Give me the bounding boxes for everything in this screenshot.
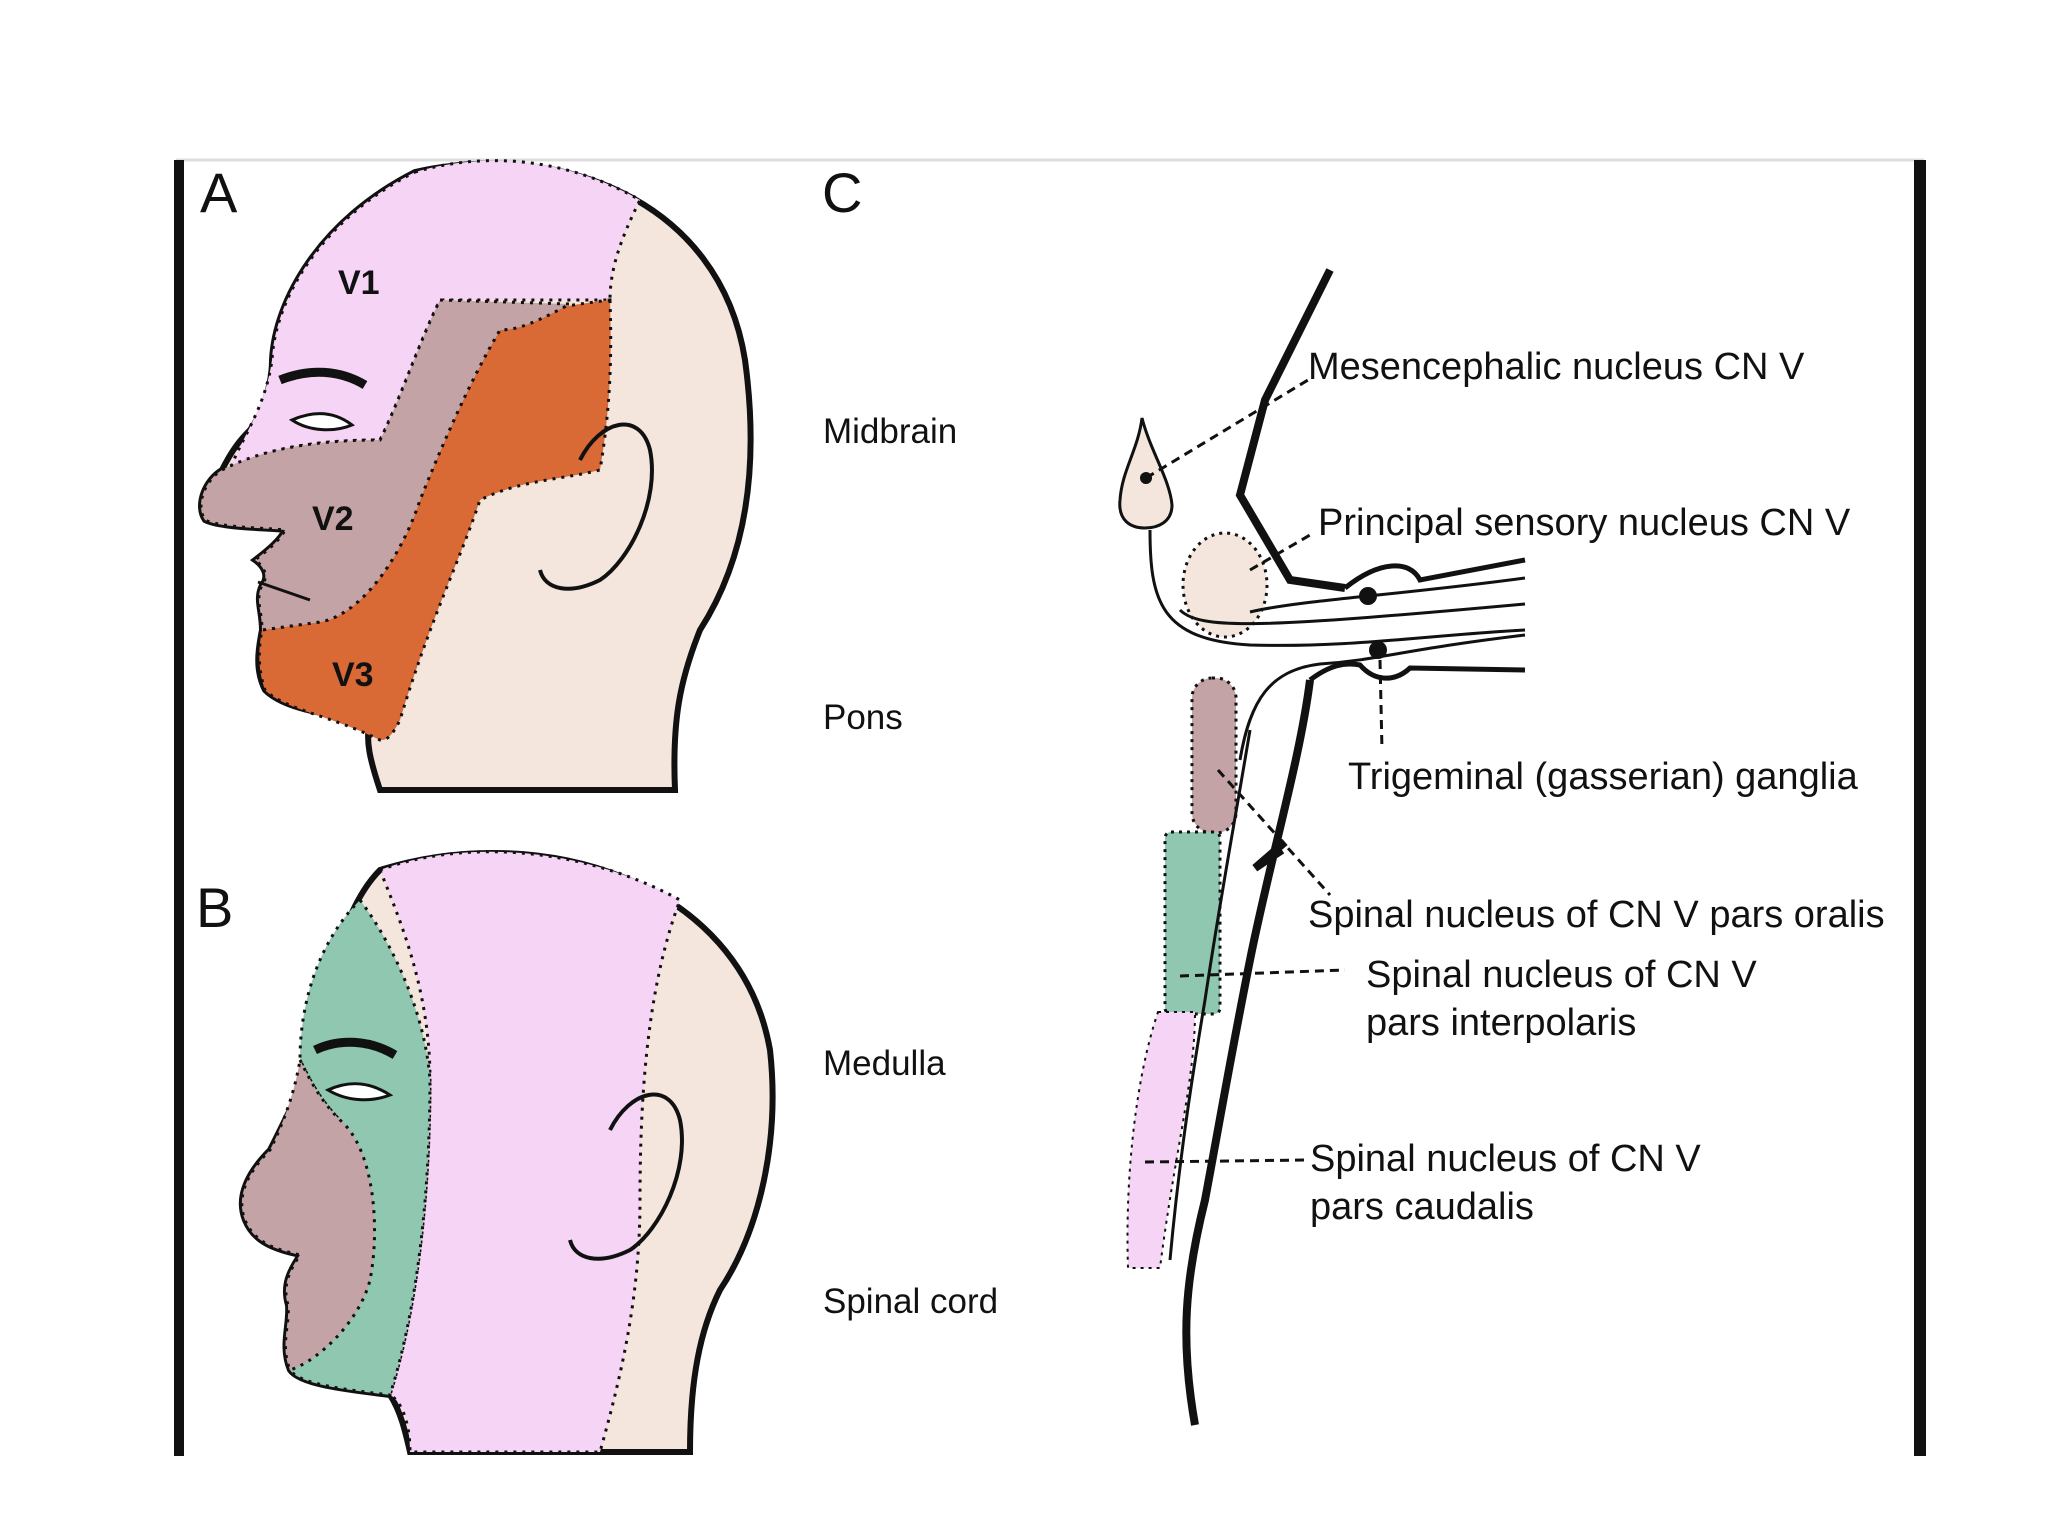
head-a	[198, 159, 754, 793]
region-label-spinal-cord: Spinal cord	[823, 1282, 999, 1321]
region-label-midbrain: Midbrain	[823, 412, 958, 451]
v3-region	[257, 298, 613, 742]
dermatome-label-v3: V3	[332, 656, 374, 694]
frame-left-bar	[174, 160, 184, 1456]
pars-caudalis	[1126, 1011, 1197, 1269]
trigeminal-root-1	[1343, 557, 1526, 590]
dermatome-label-v1: V1	[338, 264, 380, 302]
leader-principal	[1249, 533, 1311, 572]
v2-region	[199, 298, 576, 632]
head-b-ear	[568, 1092, 684, 1261]
trigeminal-root-4	[1148, 529, 1526, 647]
head-a-eye	[288, 412, 355, 432]
label-trigeminal-ganglia: Trigeminal (gasserian) ganglia	[1348, 756, 1858, 798]
head-b-eyebrow	[313, 1037, 398, 1059]
label-pars-caudalis-line2: pars caudalis	[1310, 1186, 1534, 1228]
head-a-mouth	[257, 580, 311, 602]
label-principal-sensory-nucleus: Principal sensory nucleus CN V	[1318, 502, 1851, 544]
brainstem-diagram	[1118, 268, 1526, 1426]
dermatome-label-v2: V2	[312, 500, 354, 538]
label-mesencephalic-nucleus: Mesencephalic nucleus CN V	[1308, 346, 1805, 388]
pars-interpolaris	[1163, 830, 1222, 1016]
principal-sensory-nucleus	[1181, 531, 1269, 639]
brainstem-outline	[1235, 268, 1346, 592]
ganglion-dot-upper	[1359, 587, 1377, 605]
region-label-medulla: Medulla	[823, 1044, 946, 1083]
trigeminal-root-6	[1308, 661, 1526, 683]
leader-ganglia	[1378, 659, 1384, 751]
panel-label-b: B	[196, 876, 234, 939]
trigeminal-root-5	[1238, 633, 1526, 761]
label-pars-interpolaris-line2: pars interpolaris	[1366, 1002, 1637, 1044]
v1-region	[227, 159, 642, 474]
trigeminal-root-3	[1178, 602, 1526, 626]
frame-right-bar	[1914, 160, 1926, 1456]
brainstem-notch	[1252, 838, 1288, 872]
label-pars-oralis: Spinal nucleus of CN V pars oralis	[1308, 894, 1885, 936]
leader-mesencephalic	[1145, 378, 1309, 480]
leader-interpolaris	[1179, 968, 1346, 978]
label-pars-interpolaris-line1: Spinal nucleus of CN V	[1366, 954, 1757, 996]
head-b-mauve-region	[240, 1055, 377, 1372]
region-label-pons: Pons	[823, 698, 903, 737]
leader-caudalis	[1144, 1158, 1306, 1164]
ganglion-dot-lower	[1369, 641, 1387, 659]
panel-label-a: A	[200, 161, 238, 224]
panel-label-c: C	[822, 161, 863, 224]
head-a-eyebrow	[278, 367, 368, 389]
head-a-ear	[538, 422, 654, 591]
head-b	[238, 850, 776, 1455]
pars-oralis	[1190, 676, 1238, 835]
leader-oralis	[1216, 768, 1332, 897]
label-pars-caudalis-line1: Spinal nucleus of CN V	[1310, 1138, 1701, 1180]
spinal-outline	[1182, 679, 1314, 1426]
head-b-eye	[324, 1082, 394, 1102]
